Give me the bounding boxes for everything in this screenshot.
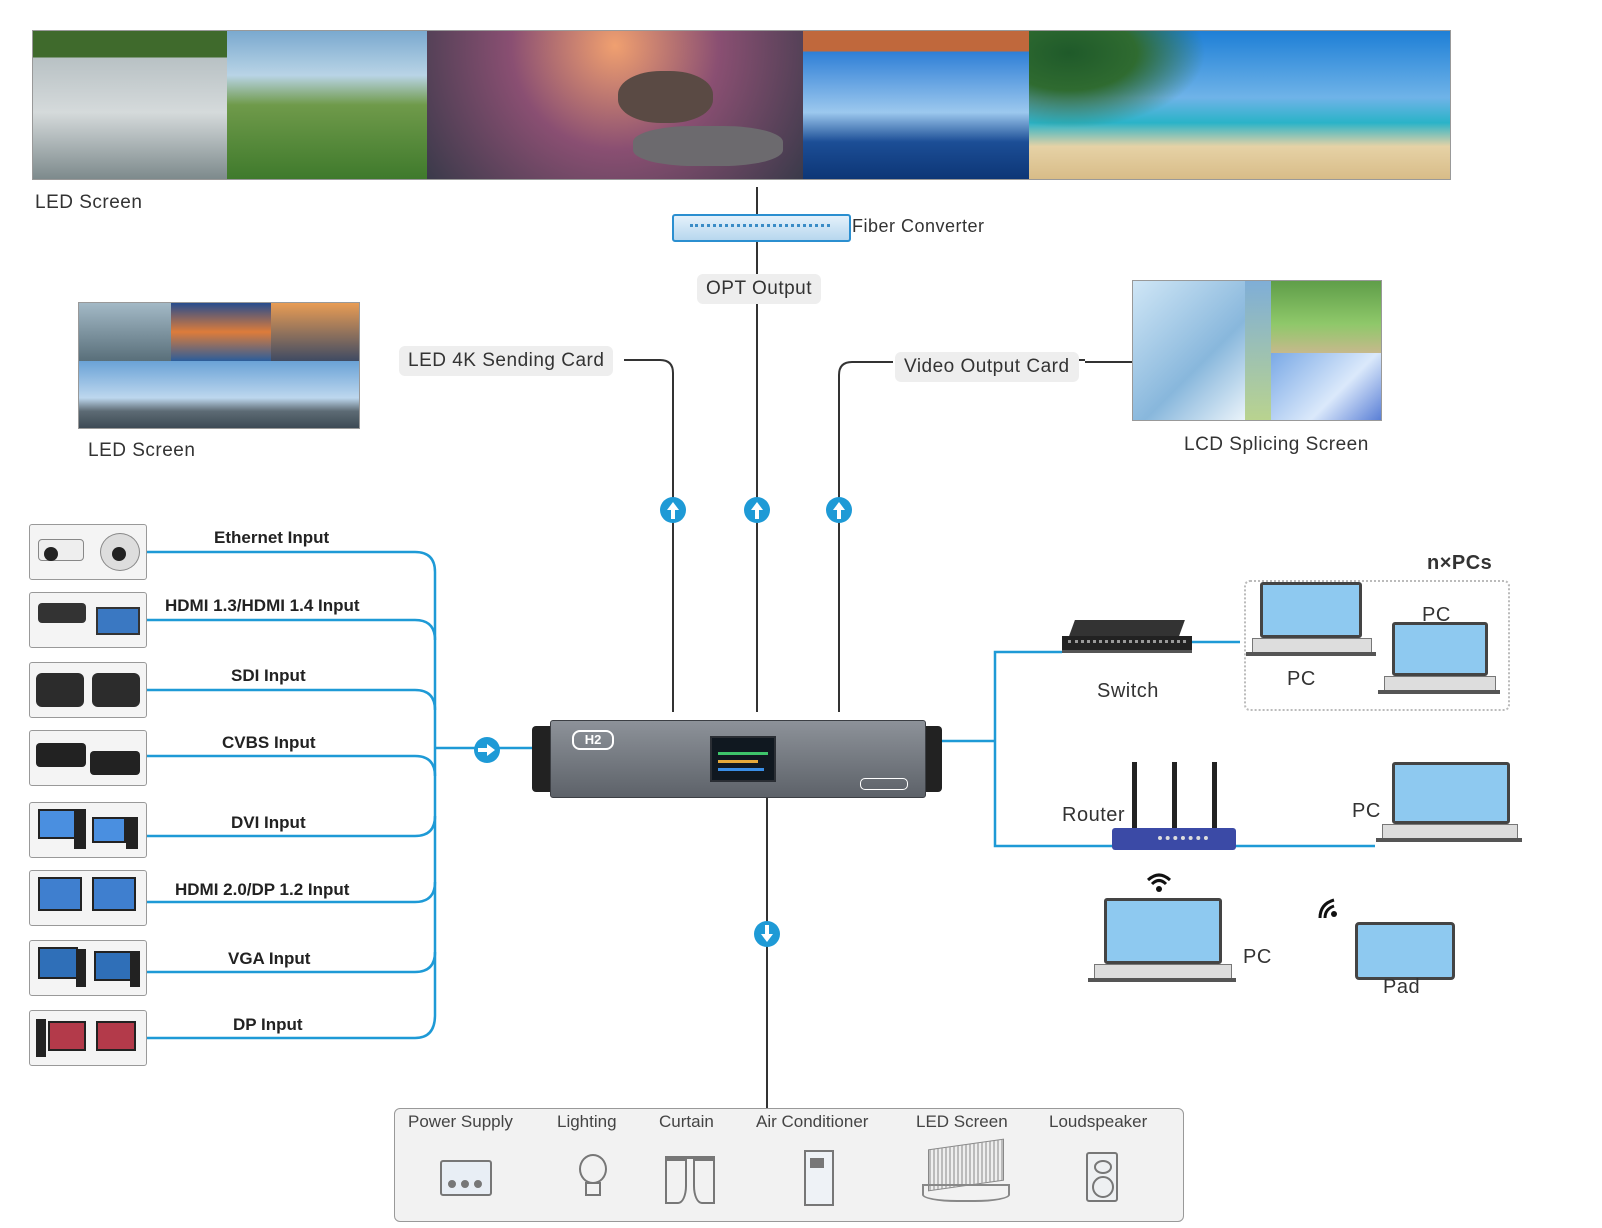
npcs-group bbox=[1244, 580, 1510, 711]
air-conditioner-label: Air Conditioner bbox=[756, 1112, 869, 1131]
up-arrow-icon bbox=[744, 497, 770, 523]
hdmi-device-icon bbox=[29, 592, 147, 648]
laptop-icon bbox=[1376, 762, 1522, 850]
switch-icon bbox=[1062, 620, 1192, 664]
sdi-camcorder-icon bbox=[29, 662, 147, 718]
loudspeaker-icon bbox=[1086, 1152, 1118, 1202]
light-bulb-icon bbox=[576, 1154, 607, 1200]
laptop-icon bbox=[1088, 898, 1240, 994]
up-arrow-icon bbox=[826, 497, 852, 523]
power-supply-icon bbox=[440, 1160, 492, 1196]
top-led-screen bbox=[32, 30, 1451, 180]
led-sending-card-label: LED 4K Sending Card bbox=[399, 346, 614, 376]
fiber-ports bbox=[690, 224, 830, 230]
ethernet-camera-icon bbox=[29, 524, 147, 580]
input-label: SDI Input bbox=[231, 666, 306, 685]
pad-label: Pad bbox=[1383, 976, 1421, 998]
input-label: DVI Input bbox=[231, 813, 306, 832]
video-output-card-label: Video Output Card bbox=[895, 352, 1079, 382]
fiber-converter-icon bbox=[672, 214, 851, 242]
router-icon bbox=[1112, 762, 1236, 862]
opt-output-label: OPT Output bbox=[697, 274, 822, 304]
hdmi-laptop-icon bbox=[29, 870, 147, 926]
pc-label: PC bbox=[1243, 946, 1272, 968]
down-arrow-icon bbox=[754, 921, 780, 947]
vga-desktop-icon bbox=[29, 940, 147, 996]
left-led-label: LED Screen bbox=[88, 440, 196, 461]
input-label: VGA Input bbox=[228, 949, 311, 968]
signal-icon bbox=[1316, 896, 1342, 925]
device-display bbox=[710, 736, 776, 782]
pc-label: PC bbox=[1287, 668, 1316, 690]
input-label: DP Input bbox=[233, 1015, 303, 1034]
right-arrow-icon bbox=[474, 737, 500, 763]
left-led-screen bbox=[78, 302, 360, 429]
input-label: Ethernet Input bbox=[214, 528, 330, 547]
pc-label: PC bbox=[1352, 800, 1381, 822]
up-arrow-icon bbox=[660, 497, 686, 523]
control-panel bbox=[394, 1108, 1184, 1222]
laptop-icon bbox=[1246, 582, 1376, 662]
cvbs-box-icon bbox=[29, 730, 147, 786]
lcd-splicing-label: LCD Splicing Screen bbox=[1184, 434, 1369, 455]
tablet-icon bbox=[1355, 922, 1455, 980]
dp-desktop-icon bbox=[29, 1010, 147, 1066]
dvi-desktop-icon bbox=[29, 802, 147, 858]
switch-label: Switch bbox=[1097, 680, 1159, 702]
device-logo: H2 bbox=[572, 730, 614, 750]
npcs-label: n×PCs bbox=[1427, 552, 1493, 574]
led-screen-icon bbox=[922, 1138, 1010, 1202]
pc-label: PC bbox=[1422, 604, 1451, 626]
wifi-icon bbox=[1146, 872, 1172, 898]
power-supply-label: Power Supply bbox=[408, 1112, 513, 1131]
input-label: CVBS Input bbox=[222, 733, 316, 752]
lcd-splicing-screen bbox=[1132, 280, 1382, 421]
h2-video-processor: H2 bbox=[532, 718, 942, 800]
air-conditioner-icon bbox=[804, 1150, 834, 1206]
curtain-label: Curtain bbox=[659, 1112, 714, 1131]
led-screen-label: LED Screen bbox=[916, 1112, 1008, 1131]
loudspeaker-label: Loudspeaker bbox=[1049, 1112, 1148, 1131]
input-label: HDMI 2.0/DP 1.2 Input bbox=[175, 880, 350, 899]
input-label: HDMI 1.3/HDMI 1.4 Input bbox=[165, 596, 360, 615]
fiber-converter-label: Fiber Converter bbox=[852, 216, 985, 236]
laptop-icon bbox=[1378, 622, 1502, 702]
lighting-label: Lighting bbox=[557, 1112, 617, 1131]
router-label: Router bbox=[1062, 804, 1126, 826]
top-led-label: LED Screen bbox=[35, 192, 143, 213]
curtain-icon bbox=[665, 1156, 715, 1204]
